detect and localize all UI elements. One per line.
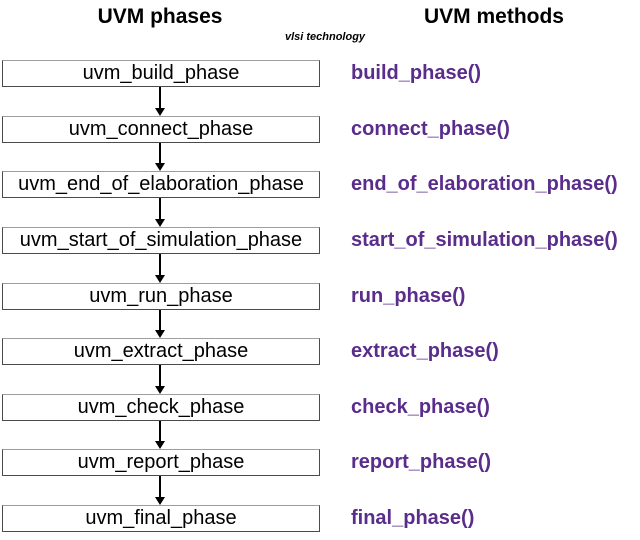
arrow-down-icon <box>154 254 166 283</box>
arrow-down-icon <box>154 365 166 394</box>
phase-box-check: uvm_check_phase <box>2 394 320 421</box>
watermark-subtitle: vlsi technology <box>284 31 366 43</box>
method-label-run: run_phase() <box>351 285 466 307</box>
phase-box-end-of-elaboration: uvm_end_of_elaboration_phase <box>2 171 320 198</box>
arrow-down-icon <box>154 310 166 338</box>
phase-box-run: uvm_run_phase <box>2 283 320 310</box>
method-label-connect: connect_phase() <box>351 118 510 140</box>
phases-column-title: UVM phases <box>97 5 223 28</box>
phase-box-build: uvm_build_phase <box>2 60 320 87</box>
arrow-down-icon <box>154 198 166 227</box>
arrow-down-icon <box>154 476 166 505</box>
method-label-start-of-simulation: start_of_simulation_phase() <box>351 229 618 251</box>
methods-column-title: UVM methods <box>423 5 564 28</box>
arrow-down-icon <box>154 87 166 116</box>
method-label-check: check_phase() <box>351 396 490 418</box>
method-label-report: report_phase() <box>351 451 492 473</box>
method-label-final: final_phase() <box>351 507 475 529</box>
arrow-down-icon <box>154 143 166 171</box>
method-label-extract: extract_phase() <box>351 340 499 362</box>
phase-box-final: uvm_final_phase <box>2 505 320 532</box>
phase-box-report: uvm_report_phase <box>2 449 320 476</box>
method-label-end-of-elaboration: end_of_elaboration_phase() <box>351 173 618 195</box>
phase-box-start-of-simulation: uvm_start_of_simulation_phase <box>2 227 320 254</box>
phase-box-extract: uvm_extract_phase <box>2 338 320 365</box>
arrow-down-icon <box>154 421 166 449</box>
method-label-build: build_phase() <box>351 62 482 84</box>
phase-box-connect: uvm_connect_phase <box>2 116 320 143</box>
